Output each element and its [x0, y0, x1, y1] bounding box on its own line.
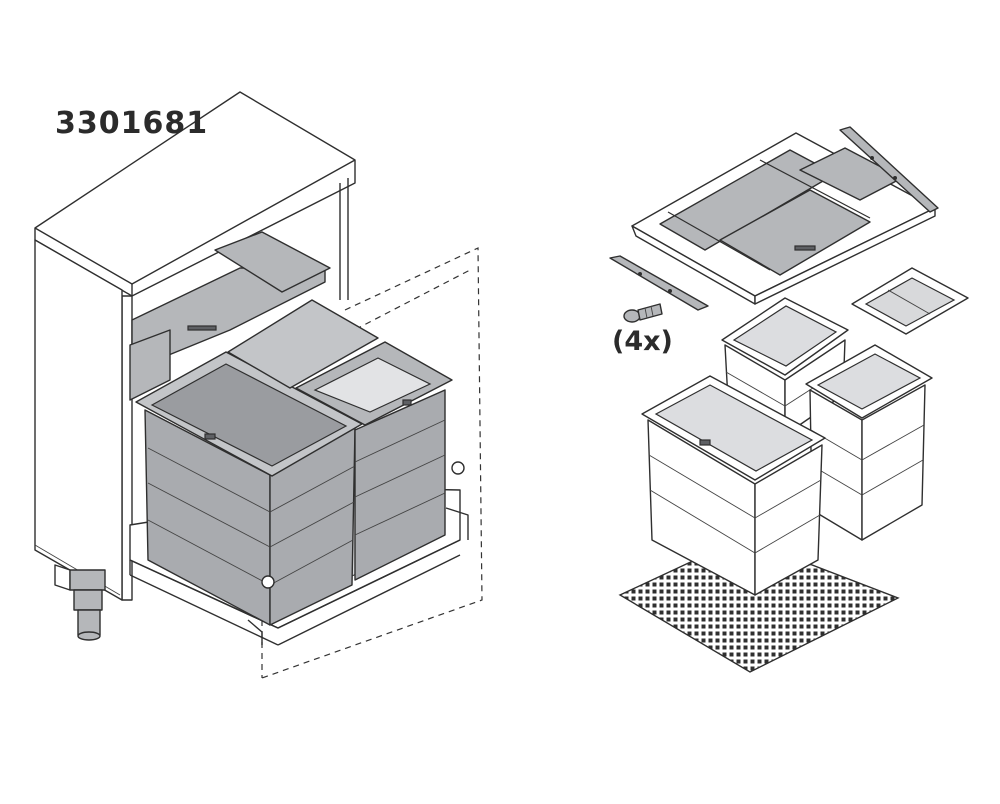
medium-bin — [805, 344, 933, 541]
large-bin — [641, 375, 826, 596]
drawer-runner — [247, 507, 469, 645]
medium-bin-installed — [227, 299, 453, 581]
exploded-view — [609, 126, 969, 673]
large-bin-installed — [135, 351, 363, 626]
rail-bottom — [609, 255, 709, 311]
adjustable-foot — [54, 564, 106, 641]
rail-top — [839, 126, 939, 213]
drawer-handle-pegs — [261, 461, 465, 589]
screw-quantity-label: (4x) — [612, 326, 673, 357]
cabinet-carcass — [34, 239, 123, 601]
back-bins-top — [129, 231, 331, 401]
small-tray — [851, 267, 969, 335]
article-number: 3301681 — [55, 106, 209, 141]
screw-icon — [623, 303, 663, 323]
installed-view — [34, 91, 483, 679]
frame-cover — [631, 132, 936, 305]
